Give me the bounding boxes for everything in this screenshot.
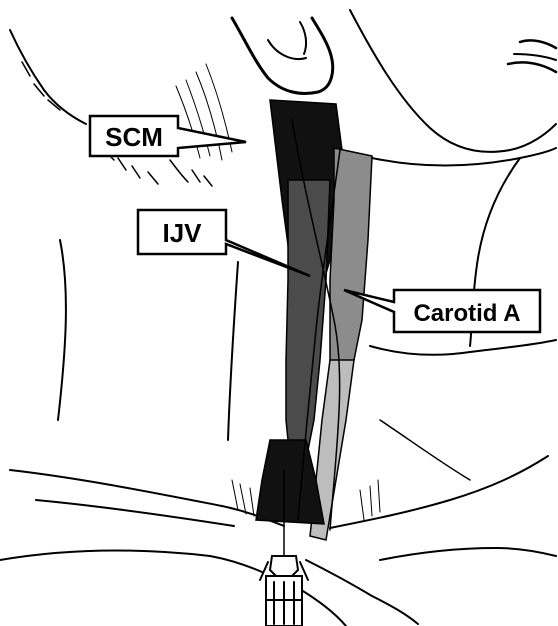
carotid-callout: Carotid A [344,290,540,332]
vessel-bands [256,100,372,540]
carotid-label: Carotid A [413,300,520,327]
scm-callout: SCM [90,116,246,156]
scm-lower-wedge [256,440,324,524]
ijv-label: IJV [162,218,202,248]
scm-label: SCM [105,122,163,152]
